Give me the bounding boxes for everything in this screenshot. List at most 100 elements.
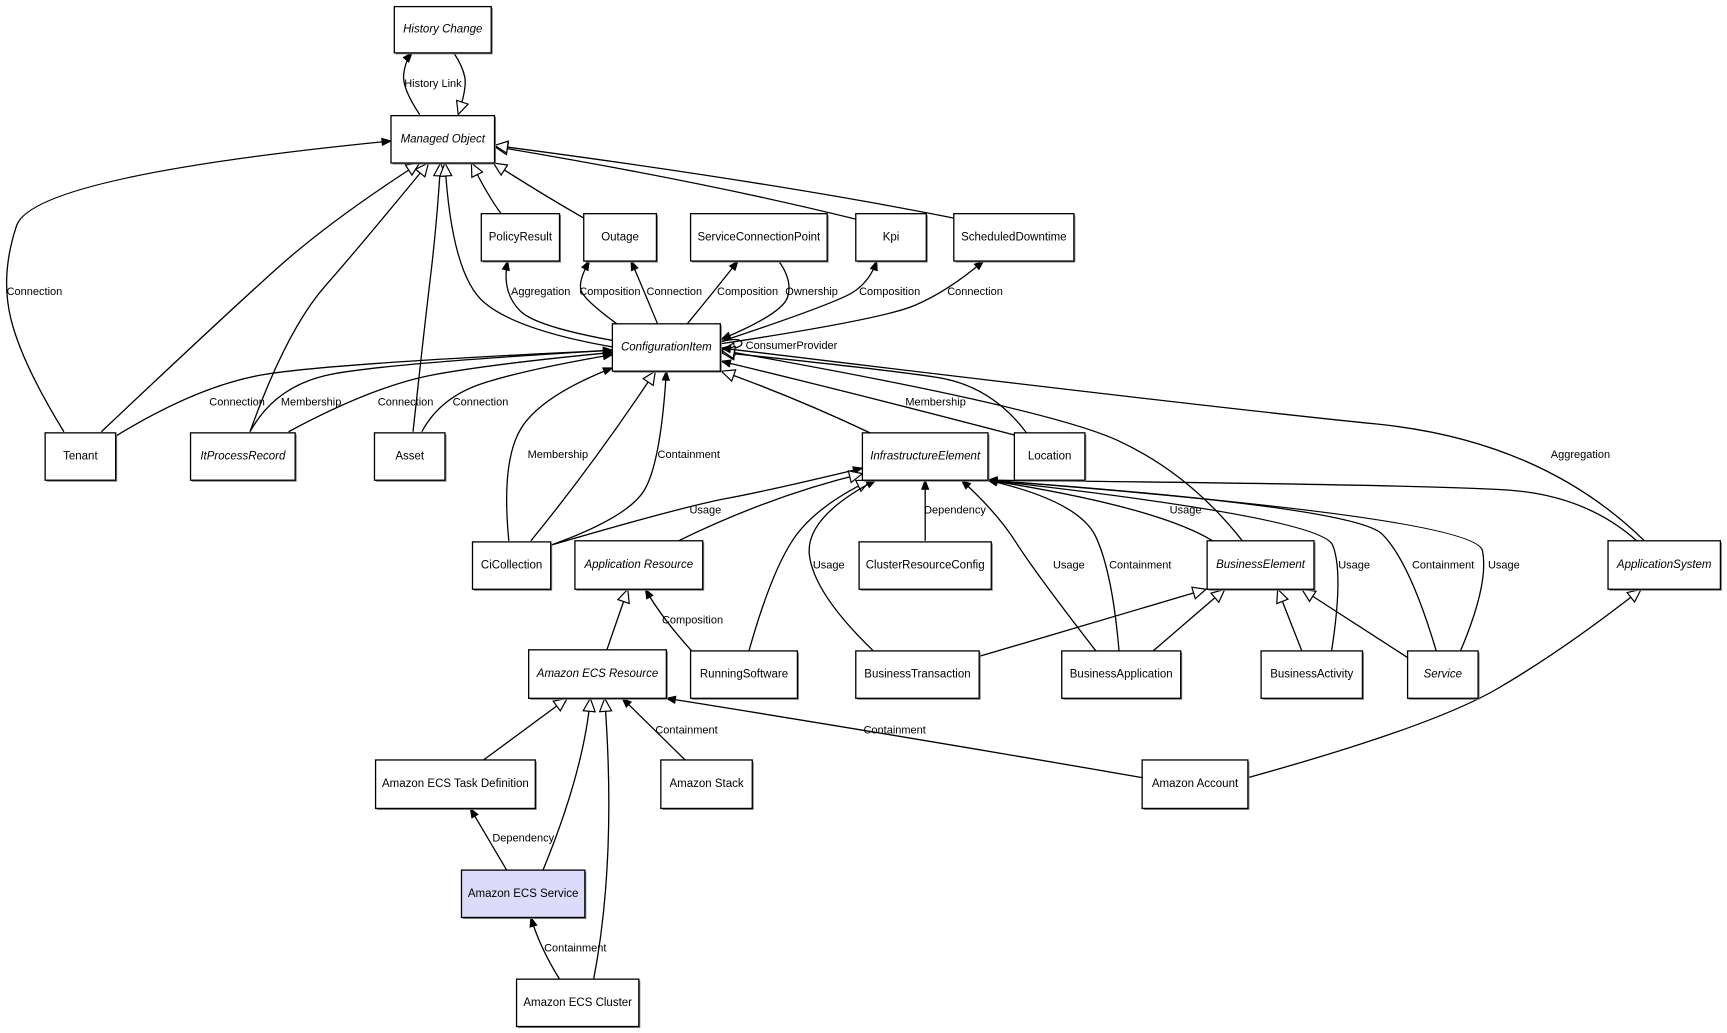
class-node-tenant[interactable]: Tenant <box>44 432 118 482</box>
edge-association-configuration-item-to-kpi[interactable] <box>721 259 878 343</box>
edge-inheritance-history-change-to-managed-object[interactable] <box>453 52 470 116</box>
edge-association-cluster-resource-config-to-infrastructure-element[interactable] <box>920 478 930 541</box>
class-node-location[interactable]: Location <box>1013 432 1087 482</box>
class-node-ci-collection[interactable]: CiCollection <box>471 541 553 591</box>
edge-label: Dependency <box>492 832 554 844</box>
edge-association-amazon-ecs-cluster-to-amazon-ecs-service[interactable] <box>529 916 561 980</box>
class-node-business-transaction[interactable]: BusinessTransaction <box>855 650 981 700</box>
edge-association-application-system-to-infrastructure-element[interactable] <box>986 476 1638 542</box>
edge-association-configuration-item-to-outage[interactable] <box>630 259 659 325</box>
edge-label: Usage <box>689 504 721 516</box>
inheritance-arrowhead-icon <box>1209 588 1226 604</box>
edge-association-location-to-configuration-item[interactable] <box>720 359 1015 436</box>
edge-association-business-application-to-infrastructure-element[interactable] <box>960 479 1097 652</box>
node-box <box>189 432 296 481</box>
edge-association-configuration-item-to-outage[interactable] <box>579 259 618 325</box>
class-node-application-resource[interactable]: Application Resource <box>574 540 705 591</box>
class-node-managed-object[interactable]: Managed Object <box>390 114 497 165</box>
edge-label: Ownership <box>785 286 838 298</box>
edge-inheritance-ci-collection-to-configuration-item[interactable] <box>530 369 657 542</box>
edge-inheritance-business-application-to-business-element[interactable] <box>1152 588 1226 652</box>
edge-label: Connection <box>7 286 63 298</box>
edge-inheritance-location-to-configuration-item[interactable] <box>719 346 1028 434</box>
node-label: Amazon Account <box>1152 778 1239 790</box>
class-node-amazon-ecs-service[interactable]: Amazon ECS Service <box>460 869 587 919</box>
edge-association-amazon-account-to-amazon-ecs-resource[interactable] <box>664 695 1143 779</box>
edge-association-ci-collection-to-configuration-item[interactable] <box>505 367 614 541</box>
class-node-amazon-stack[interactable]: Amazon Stack <box>660 759 754 810</box>
edge-line <box>978 588 1207 658</box>
node-label: Outage <box>601 231 639 243</box>
class-node-outage[interactable]: Outage <box>583 213 658 263</box>
edge-association-ci-collection-to-configuration-item[interactable] <box>550 369 670 546</box>
edge-inheritance-running-software-to-infrastructure-element[interactable] <box>748 479 872 652</box>
class-node-cluster-resource-config[interactable]: ClusterResourceConfig <box>858 541 993 591</box>
edge-association-configuration-item-to-service-connection-point[interactable] <box>686 259 739 325</box>
edge-line <box>469 808 508 871</box>
edge-inheritance-configuration-item-to-managed-object[interactable] <box>438 161 613 348</box>
edge-inheritance-policy-result-to-managed-object[interactable] <box>470 161 502 215</box>
edge-inheritance-business-activity-to-business-element[interactable] <box>1276 587 1303 652</box>
class-node-amazon-account[interactable]: Amazon Account <box>1141 759 1250 810</box>
class-node-history-change[interactable]: History Change <box>393 5 493 55</box>
class-node-amazon-ecs-cluster[interactable]: Amazon ECS Cluster <box>515 978 641 1029</box>
edge-inheritance-tenant-to-managed-object[interactable] <box>100 162 421 433</box>
edge-association-amazon-stack-to-amazon-ecs-resource[interactable] <box>621 697 686 761</box>
edge-inheritance-outage-to-managed-object[interactable] <box>492 162 585 219</box>
edge-inheritance-business-transaction-to-business-element[interactable] <box>978 586 1208 658</box>
class-node-amazon-ecs-resource[interactable]: Amazon ECS Resource <box>528 649 668 700</box>
edge-association-configuration-item-to-scheduled-downtime[interactable] <box>721 260 985 345</box>
class-node-policy-result[interactable]: PolicyResult <box>480 213 562 263</box>
class-node-kpi[interactable]: Kpi <box>855 213 928 263</box>
edge-association-service-connection-point-to-configuration-item[interactable] <box>720 260 790 340</box>
edge-line <box>550 371 667 546</box>
edge-inheritance-kpi-to-managed-object[interactable] <box>493 141 856 220</box>
node-box <box>855 213 927 262</box>
edge-label: Containment <box>655 725 717 737</box>
class-node-asset[interactable]: Asset <box>373 432 447 482</box>
edge-inheritance-amazon-ecs-service-to-amazon-ecs-resource[interactable] <box>542 696 597 871</box>
edge-inheritance-asset-to-managed-object[interactable] <box>412 161 447 432</box>
edge-inheritance-amazon-ecs-resource-to-application-resource[interactable] <box>606 587 630 651</box>
edge-inheritance-amazon-ecs-task-definition-to-amazon-ecs-resource[interactable] <box>483 697 569 761</box>
edge-association-running-software-to-application-resource[interactable] <box>644 588 693 652</box>
edge-inheritance-application-resource-to-infrastructure-element[interactable] <box>678 470 864 542</box>
edge-line <box>444 162 613 348</box>
class-node-amazon-ecs-task-definition[interactable]: Amazon ECS Task Definition <box>374 759 537 810</box>
class-node-scheduled-downtime[interactable]: ScheduledDowntime <box>953 213 1076 263</box>
class-node-running-software[interactable]: RunningSoftware <box>689 650 799 700</box>
edge-association-asset-to-configuration-item[interactable] <box>421 352 614 433</box>
edge-line <box>593 698 610 980</box>
edge-association-managed-object-to-history-change[interactable] <box>402 51 421 115</box>
class-node-infrastructure-element[interactable]: InfrastructureElement <box>861 432 990 482</box>
edge-label: ConsumerProvider <box>746 340 838 352</box>
edge-inheritance-it-process-record-to-managed-object[interactable] <box>249 161 430 432</box>
association-arrowhead-icon <box>720 359 732 368</box>
class-node-service[interactable]: Service <box>1406 650 1480 700</box>
edge-inheritance-amazon-account-to-application-system[interactable] <box>1247 588 1643 779</box>
class-node-service-connection-point[interactable]: ServiceConnectionPoint <box>689 213 829 263</box>
edge-inheritance-service-to-business-element[interactable] <box>1300 588 1408 659</box>
edge-inheritance-infrastructure-element-to-configuration-item[interactable] <box>720 369 871 434</box>
association-arrowhead-icon <box>960 479 972 490</box>
class-node-business-activity[interactable]: BusinessActivity <box>1260 650 1364 700</box>
class-node-business-application[interactable]: BusinessApplication <box>1061 650 1183 700</box>
class-node-it-process-record[interactable]: ItProcessRecord <box>189 432 297 482</box>
edge-association-tenant-to-managed-object[interactable] <box>5 137 393 433</box>
edge-association-amazon-ecs-service-to-amazon-ecs-task-definition[interactable] <box>469 807 508 871</box>
node-box <box>1406 650 1479 699</box>
edge-association-configuration-item-to-policy-result[interactable] <box>501 259 659 349</box>
node-box <box>660 759 753 810</box>
class-node-application-system[interactable]: ApplicationSystem <box>1607 540 1722 591</box>
association-arrowhead-icon <box>728 259 739 272</box>
edge-label: Connection <box>378 396 434 408</box>
inheritance-arrowhead-icon <box>642 369 657 387</box>
association-arrowhead-icon <box>720 344 732 354</box>
edge-inheritance-amazon-ecs-cluster-to-amazon-ecs-resource[interactable] <box>593 696 613 980</box>
edge-association-application-system-to-configuration-item[interactable] <box>720 344 1645 542</box>
node-box <box>855 650 980 699</box>
class-node-configuration-item[interactable]: ConfigurationItem <box>611 323 722 373</box>
class-node-business-element[interactable]: BusinessElement <box>1206 540 1316 591</box>
edge-inheritance-scheduled-downtime-to-managed-object[interactable] <box>493 140 954 219</box>
edge-association-ci-collection-to-infrastructure-element[interactable] <box>550 466 864 546</box>
